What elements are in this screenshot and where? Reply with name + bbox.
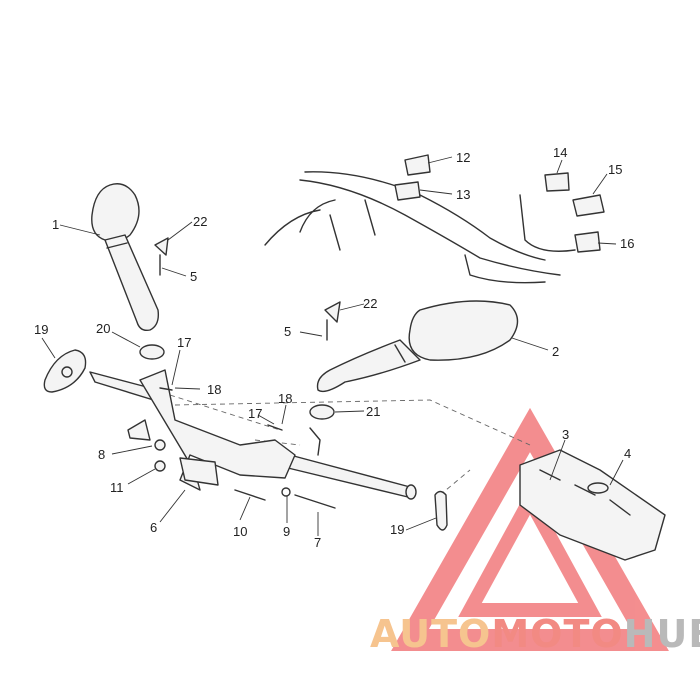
callout-labels: 1 2 3 4 5 5 6 7 8 9 10 11 12 13 14 15 16… (34, 145, 634, 550)
leader-lines (41, 156, 624, 536)
callout-19-right: 19 (390, 522, 404, 537)
callout-13: 13 (456, 187, 470, 202)
callout-1: 1 (52, 217, 59, 232)
callout-22-right: 22 (363, 296, 377, 311)
callout-22-left: 22 (193, 214, 207, 229)
callout-7: 7 (314, 535, 321, 550)
callout-5-right: 5 (284, 324, 291, 339)
bar-end-cap-right (434, 490, 448, 531)
callout-4: 4 (624, 446, 631, 461)
callout-17-right: 17 (248, 406, 262, 421)
screw-17-right (267, 424, 283, 431)
callout-12: 12 (456, 150, 470, 165)
callout-21: 21 (366, 404, 380, 419)
nut-11 (154, 460, 166, 472)
callout-20: 20 (96, 321, 110, 336)
washer-21 (309, 404, 335, 420)
wiring-harness (264, 154, 605, 284)
left-mirror (91, 183, 160, 332)
mirror-screw-left (154, 237, 169, 276)
callout-15: 15 (608, 162, 622, 177)
mirror-screw-right (324, 301, 341, 341)
bolt-7 (294, 494, 336, 509)
callout-19-left: 19 (34, 322, 48, 337)
callout-17-left: 17 (177, 335, 191, 350)
watermark-part-b: MOTO (491, 612, 624, 656)
washer-20 (139, 344, 165, 360)
handlebar-clamp (127, 369, 321, 491)
callout-14: 14 (553, 145, 567, 160)
nut-8 (154, 439, 166, 451)
callout-18-right: 18 (278, 391, 292, 406)
callout-6: 6 (150, 520, 157, 535)
handlebar-cover (519, 449, 666, 561)
callout-5-left: 5 (190, 269, 197, 284)
screw-17-left (159, 387, 173, 391)
callout-3: 3 (562, 427, 569, 442)
watermark-logo: AUTOMOTOHUB (370, 612, 700, 662)
watermark-part-a: AUTO (370, 612, 492, 656)
bar-end-cap-left (43, 349, 87, 393)
callout-10: 10 (233, 524, 247, 539)
callout-2: 2 (552, 344, 559, 359)
o-ring-9 (281, 487, 291, 497)
bolt-10 (234, 489, 266, 501)
callout-11: 11 (110, 480, 124, 495)
callout-9: 9 (283, 524, 290, 539)
callout-18-left: 18 (207, 382, 221, 397)
watermark-part-c: HUB (623, 612, 700, 656)
callout-16: 16 (620, 236, 634, 251)
callout-8: 8 (98, 447, 105, 462)
right-mirror (316, 300, 519, 393)
